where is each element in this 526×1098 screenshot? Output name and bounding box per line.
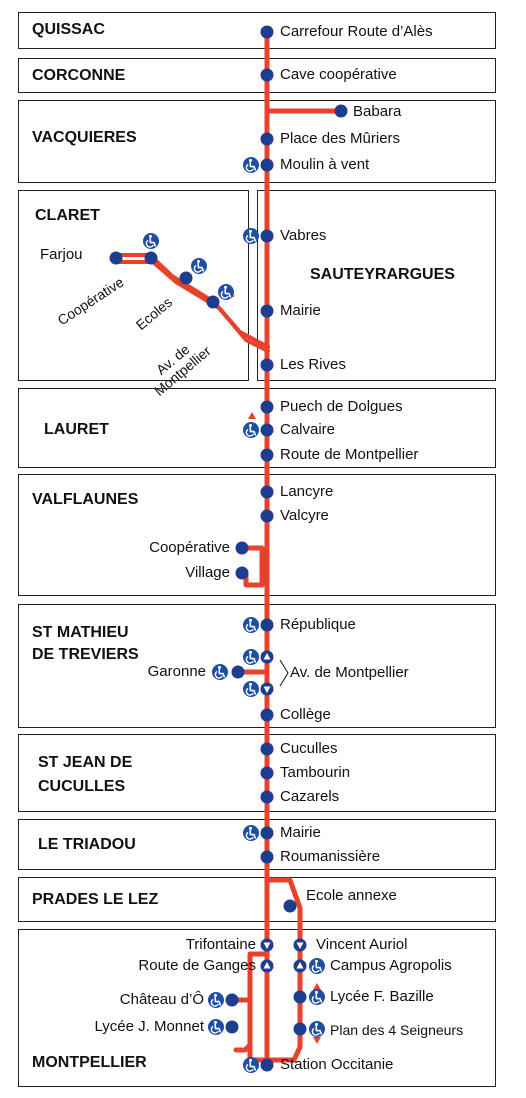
- town-vacquieres: VACQUIERES: [32, 129, 137, 146]
- stop-label-lycee-j-monnet: Lycée J. Monnet: [94, 1018, 204, 1035]
- stop-label-moulin-a-vent: Moulin à vent: [280, 156, 370, 173]
- town-claret: CLARET: [35, 207, 100, 224]
- zone-box-prades-le-lez: [18, 877, 496, 922]
- zone-box-sauteyrargues: [257, 190, 496, 381]
- stop-label-tambourin: Tambourin: [280, 764, 351, 781]
- stop-label-lancyre: Lancyre: [280, 483, 334, 500]
- stop-label-lycee-f-bazille: Lycée F. Bazille: [330, 988, 434, 1005]
- east-branch: [264, 877, 303, 1063]
- stop-label-cuculles: Cuculles: [280, 740, 338, 757]
- stop-label-chateau-d-o: Château d’Ô: [119, 991, 204, 1008]
- stop-label-college: Collège: [280, 706, 331, 723]
- stop-label-farjou: Farjou: [40, 246, 83, 263]
- town-quissac: QUISSAC: [32, 21, 105, 38]
- stop-label-route-de-montpellier: Route de Montpellier: [280, 446, 419, 463]
- stop-label-republique: République: [280, 616, 356, 633]
- stop-label-ecole-annexe: Ecole annexe: [306, 887, 397, 904]
- stop-label-vabres: Vabres: [280, 227, 327, 244]
- town-montpellier: MONTPELLIER: [32, 1054, 147, 1071]
- zone-box-vacquieres: [18, 100, 496, 183]
- stop-label-mairie-le-triadou: Mairie: [280, 824, 321, 841]
- stop-label-les-rives: Les Rives: [280, 356, 346, 373]
- town-lauret: LAURET: [44, 421, 109, 438]
- stop-label-roumanissiere: Roumanissière: [280, 848, 381, 865]
- stop-label-valcyre: Valcyre: [280, 507, 329, 524]
- claret-branch-1: [114, 253, 270, 349]
- stop-label-mairie-sauteyrargues: Mairie: [280, 302, 321, 319]
- zone-box-le-triadou: [18, 819, 496, 870]
- town-prades-le-lez: PRADES LE LEZ: [32, 891, 159, 908]
- stop-label-place-des-muriers: Place des Mûriers: [280, 130, 401, 147]
- bracket-av-montpellier: [279, 659, 289, 687]
- stop-label-vincent-auriol: Vincent Auriol: [316, 936, 408, 953]
- stop-label-campus-agropolis: Campus Agropolis: [330, 957, 452, 974]
- zone-box-corconne: [18, 58, 496, 93]
- stop-dots: [109, 25, 348, 1072]
- zone-box-claret: [18, 190, 249, 381]
- stop-label-cooperative-valflaunes: Coopérative: [149, 539, 230, 556]
- town-st-jean: ST JEAN DE CUCULLES: [38, 754, 133, 795]
- stop-label-av-de-montpellier: Av. de Montpellier: [290, 664, 409, 681]
- town-sauteyrargues: SAUTEYRARGUES: [310, 266, 455, 283]
- zone-box-st-jean: [18, 734, 496, 812]
- stop-label-garonne: Garonne: [147, 663, 206, 680]
- valflaunes-loop: [239, 545, 265, 588]
- direction-down-icons: [260, 682, 307, 952]
- stop-label-village: Village: [185, 564, 230, 581]
- stop-label-trifontaine: Trifontaine: [185, 936, 256, 953]
- zone-box-valflaunes: [18, 474, 496, 596]
- town-le-triadou: LE TRIADOU: [38, 836, 136, 853]
- stop-label-plan-des-4-seigneurs: Plan des 4 Seigneurs: [330, 1022, 464, 1038]
- town-corconne: CORCONNE: [32, 67, 126, 84]
- stop-label-puech-de-dolgues: Puech de Dolgues: [280, 398, 403, 415]
- direction-up-icons: [260, 650, 307, 973]
- stop-label-station-occitanie: Station Occitanie: [280, 1056, 394, 1073]
- stop-label-cave-cooperative: Cave coopérative: [280, 66, 397, 83]
- stop-label-babara: Babara: [353, 103, 402, 120]
- town-st-mathieu: ST MATHIEU DE TREVIERS: [32, 624, 139, 663]
- stop-label-cazarels: Cazarels: [280, 788, 340, 805]
- zone-box-quissac: [18, 12, 496, 49]
- stop-label-route-de-ganges: Route de Ganges: [138, 957, 256, 974]
- town-valflaunes: VALFLAUNES: [32, 491, 139, 508]
- stop-label-carrefour-route-d-ales: Carrefour Route d’Alès: [280, 23, 433, 40]
- stop-label-calvaire: Calvaire: [280, 421, 336, 438]
